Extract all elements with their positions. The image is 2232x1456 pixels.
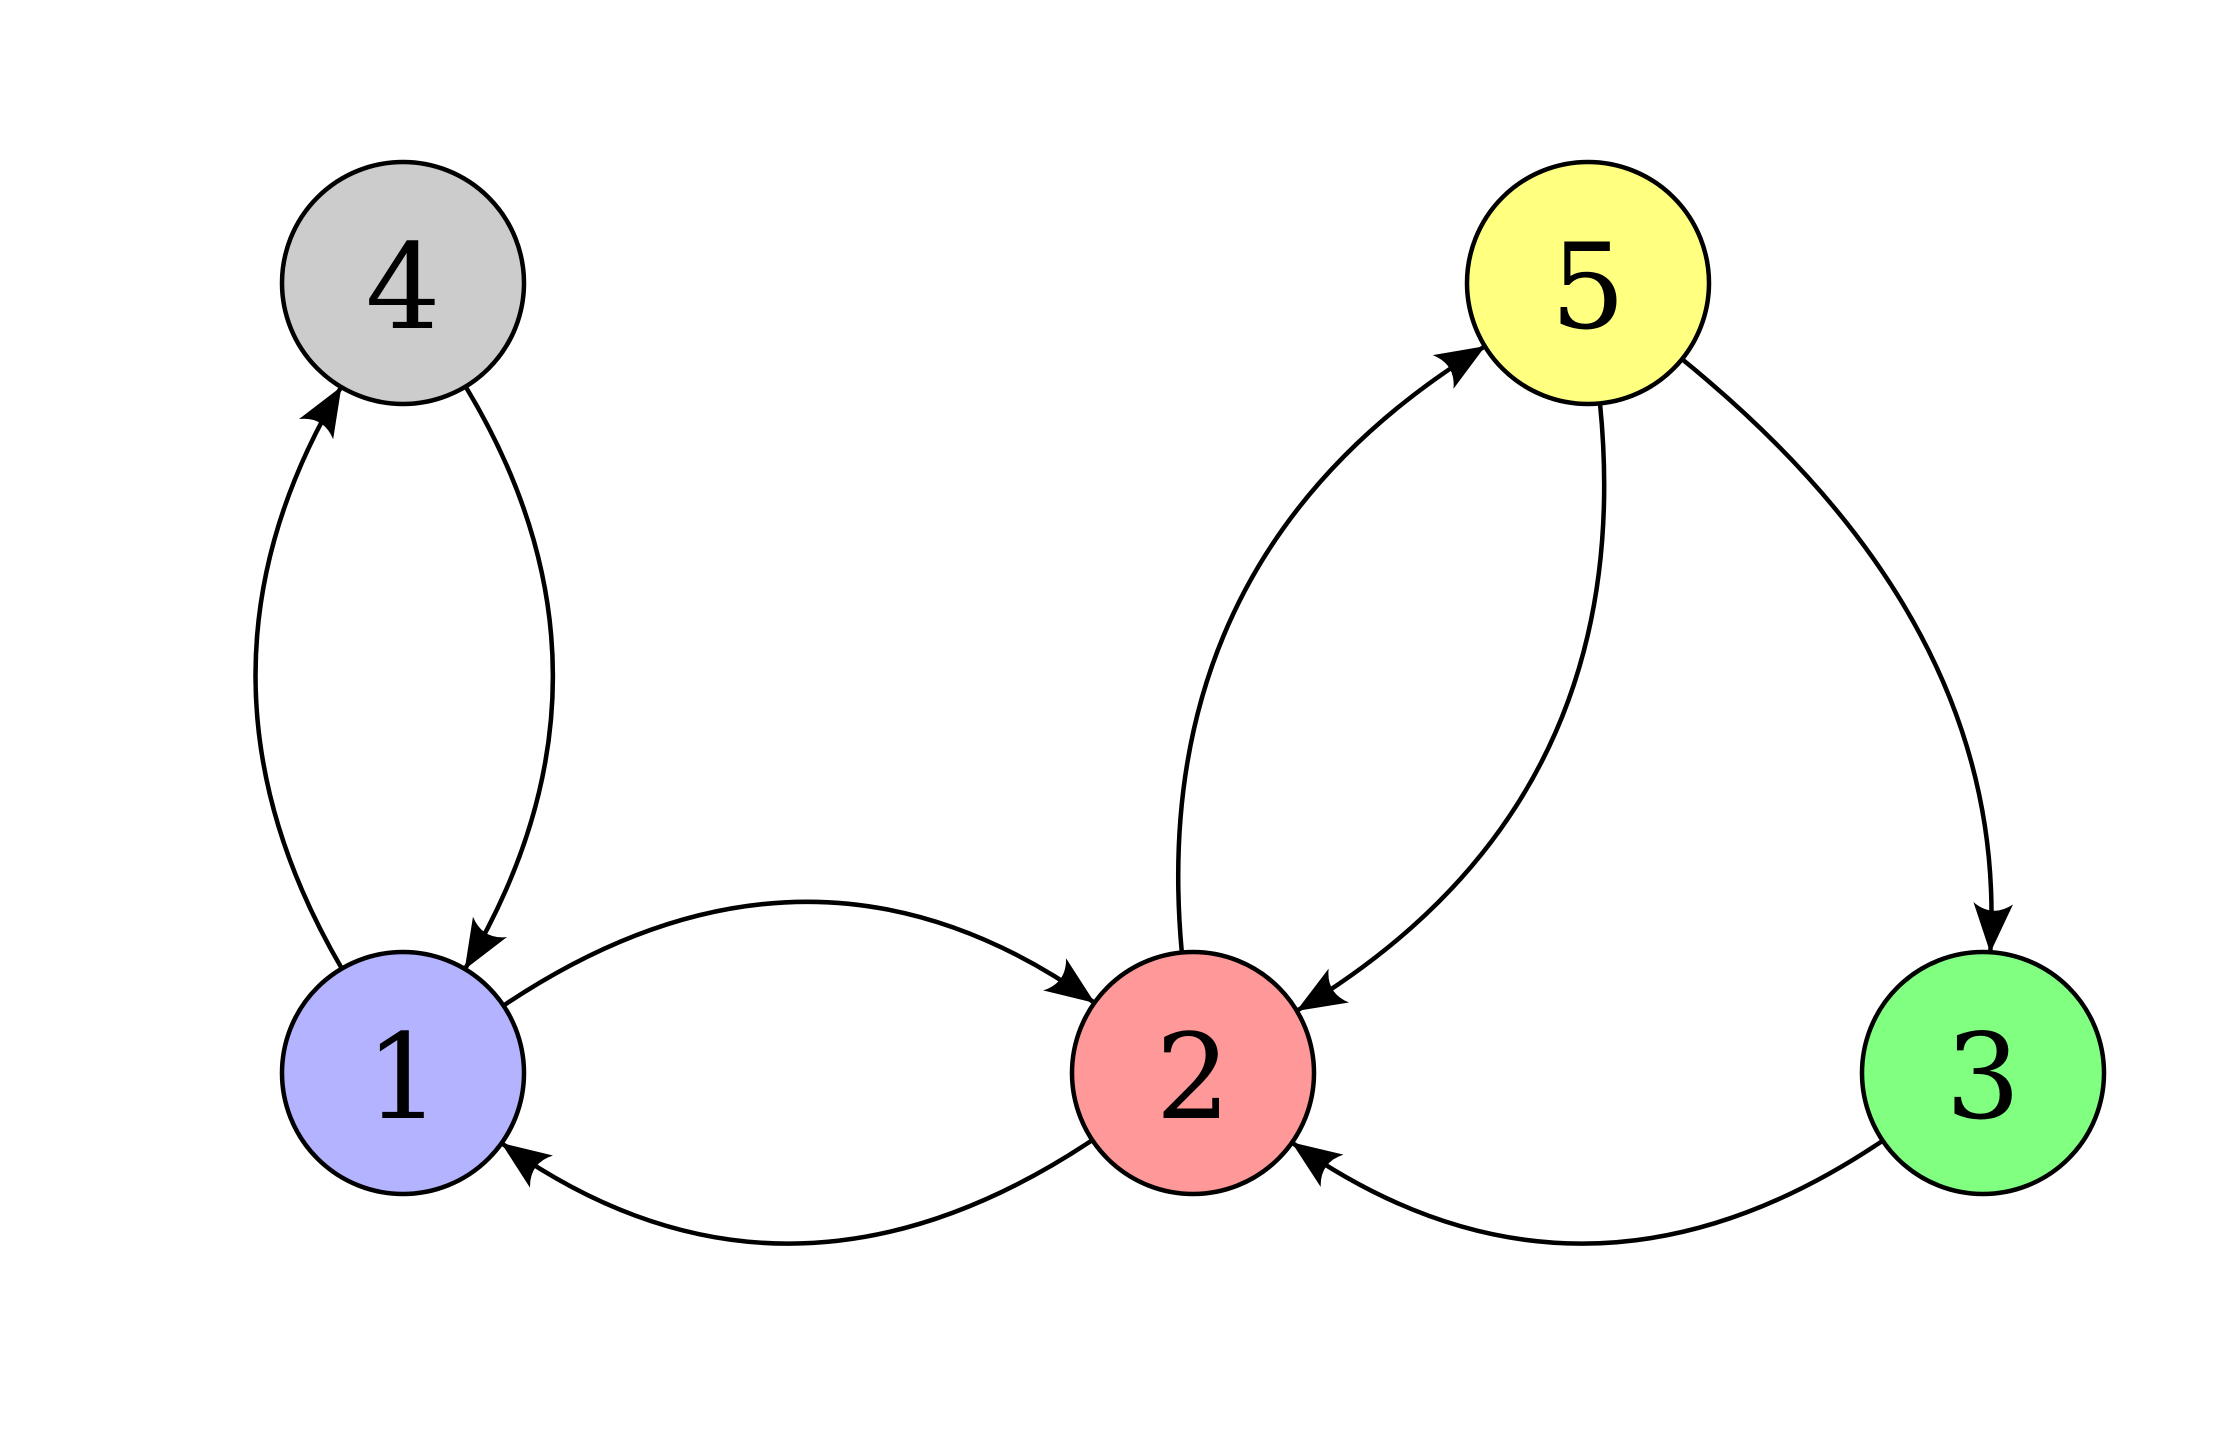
node-5: 5 (1464, 159, 1712, 407)
edges-layer (253, 345, 2013, 1246)
node-1-circle (279, 949, 527, 1197)
node-4-circle (279, 159, 527, 407)
node-5-label: 5 (1550, 218, 1625, 356)
node-2-label: 2 (1155, 1008, 1230, 1146)
node-2-circle (1069, 949, 1317, 1197)
edge-1-to-4 (253, 386, 344, 970)
edge-2-to-5 (1176, 345, 1486, 953)
node-4: 4 (279, 159, 527, 407)
node-1: 1 (279, 949, 527, 1197)
edge-1-to-2 (502, 899, 1095, 1008)
node-2: 2 (1069, 949, 1317, 1197)
node-3-label: 3 (1945, 1008, 2020, 1146)
node-3: 3 (1859, 949, 2107, 1197)
edge-3-to-2 (1291, 1138, 1884, 1246)
node-4-label: 4 (365, 218, 440, 356)
nodes-layer: 1 2 3 4 5 (279, 159, 2107, 1197)
edge-4-to-1 (463, 385, 556, 970)
edge-2-to-1 (501, 1138, 1094, 1246)
node-1-label: 1 (365, 1008, 440, 1146)
edge-5-to-2 (1296, 403, 1607, 1012)
node-3-circle (1859, 949, 2107, 1197)
node-5-circle (1464, 159, 1712, 407)
edge-5-to-3 (1680, 357, 2013, 953)
